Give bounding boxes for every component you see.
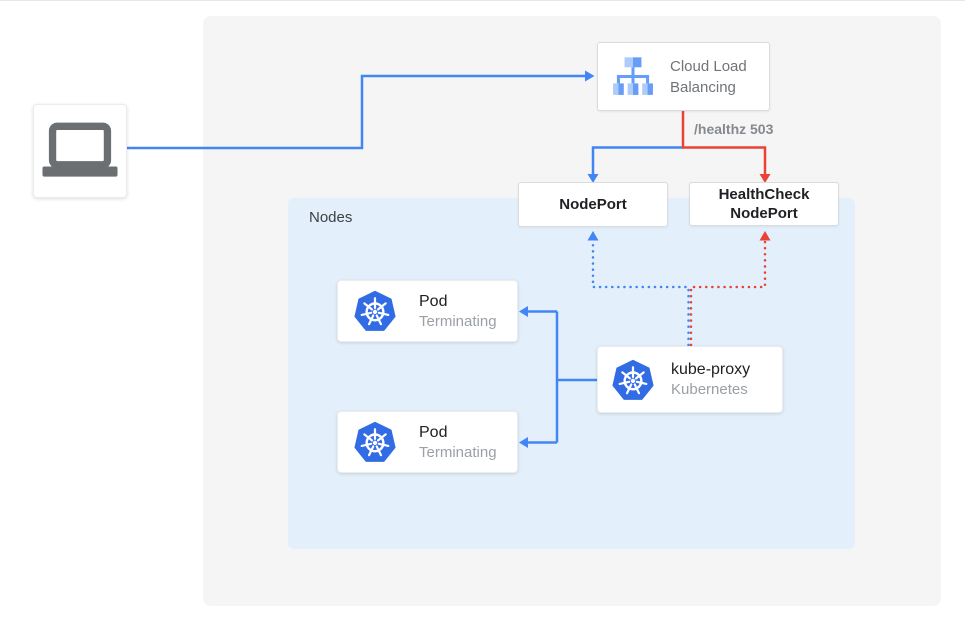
pod-1-text: Pod Terminating	[419, 291, 497, 332]
pod-1-title: Pod	[419, 292, 448, 310]
kube-proxy-text: kube-proxy Kubernetes	[671, 359, 750, 400]
cloud-load-balancing-label-line1: Cloud Load	[670, 57, 747, 75]
healthcheck-nodeport-label-line1: HealthCheck	[718, 186, 810, 203]
healthcheck-nodeport-box: HealthCheck NodePort	[689, 182, 839, 226]
kube-proxy-title: kube-proxy	[671, 361, 751, 378]
kubernetes-icon	[611, 358, 655, 402]
cloud-load-balancing-label: Cloud Load Balancing	[670, 56, 747, 98]
kube-proxy-box: kube-proxy Kubernetes	[597, 346, 783, 413]
cloud-load-balancing-label-line2: Balancing	[670, 78, 736, 96]
nodeport-box: NodePort	[518, 182, 668, 227]
pod-1-box: Pod Terminating	[337, 280, 518, 342]
nodeport-label: NodePort	[559, 196, 627, 213]
pod-2-title: Pod	[419, 423, 448, 441]
cloud-load-balancing-icon	[613, 57, 653, 95]
healthcheck-nodeport-label-line2: NodePort	[730, 205, 798, 222]
laptop-icon	[42, 122, 118, 177]
kubernetes-icon	[353, 420, 397, 464]
healthz-annotation: /healthz 503	[694, 121, 774, 137]
nodes-group-label: Nodes	[309, 209, 353, 226]
cloud-load-balancing-box: Cloud Load Balancing	[597, 42, 770, 111]
pod-1-status: Terminating	[419, 312, 497, 330]
pod-2-box: Pod Terminating	[337, 411, 518, 473]
client-box	[33, 104, 127, 198]
pod-2-status: Terminating	[419, 443, 497, 461]
kubernetes-icon	[353, 289, 397, 333]
pod-2-text: Pod Terminating	[419, 422, 497, 463]
kube-proxy-subtitle: Kubernetes	[671, 381, 748, 398]
